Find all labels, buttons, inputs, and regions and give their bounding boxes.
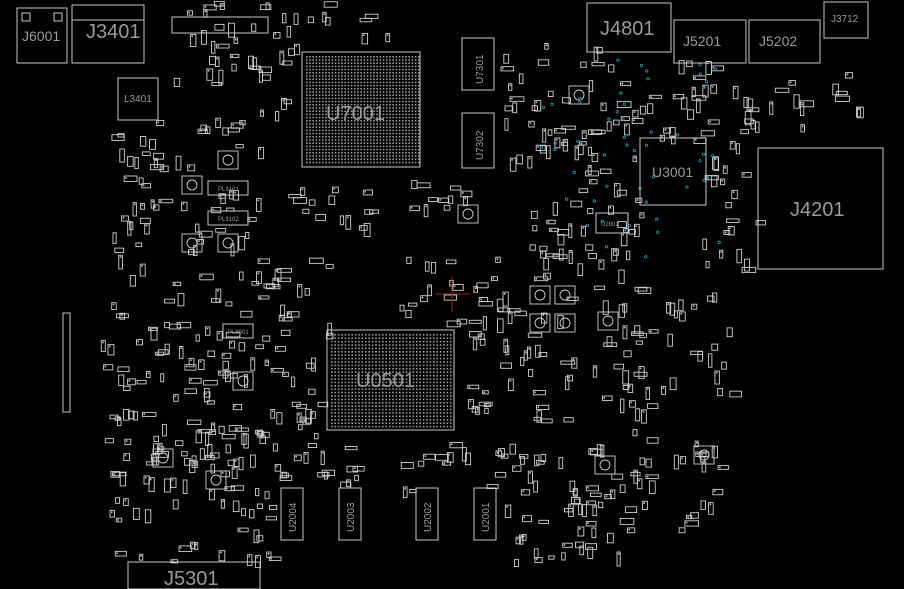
chip-u2801[interactable]: U2801 (595, 212, 629, 234)
chip-u3001[interactable]: U3001 (639, 137, 707, 206)
connector-j5301[interactable]: J5301 (127, 561, 261, 589)
label-u2801: U2801 (601, 222, 619, 228)
chip-u2003[interactable]: U2003 (338, 487, 362, 541)
inductor-pl9102[interactable]: PL9102 (207, 210, 249, 226)
header-left-vertical[interactable] (62, 312, 71, 413)
label-u7302: U7302 (475, 130, 486, 160)
label-u2004: U2004 (288, 502, 299, 532)
chip-u7001[interactable]: U7001 (301, 51, 421, 168)
connector-j3712[interactable]: J3712 (823, 1, 869, 39)
bga-grid-u7001 (306, 56, 420, 164)
label-j4801: J4801 (600, 18, 655, 40)
label-l3401: L3401 (124, 94, 152, 105)
passive-components-layer (100, 0, 864, 569)
label-j5301: J5301 (164, 568, 219, 589)
label-j5202: J5202 (759, 33, 797, 49)
label-u7301: U7301 (475, 54, 486, 84)
inductor-pl8901[interactable]: PL8901 (222, 323, 254, 339)
label-j5201: J5201 (683, 33, 721, 49)
inductor-l3401[interactable]: L3401 (117, 77, 159, 121)
chip-u0501[interactable]: U0501 (326, 329, 455, 431)
chip-u7301[interactable]: U7301 (461, 37, 495, 91)
bga-grid-u0501 (331, 334, 452, 428)
label-j4201: J4201 (790, 199, 845, 221)
label-u3001: U3001 (652, 164, 693, 180)
label-j3712: J3712 (831, 14, 859, 25)
connector-j4201[interactable]: J4201 (757, 147, 884, 270)
connector-j5202[interactable]: J5202 (748, 19, 821, 64)
chip-u2002[interactable]: U2002 (415, 487, 439, 541)
chip-u2001[interactable]: U2001 (473, 487, 497, 541)
connector-j6001[interactable]: J6001 (16, 7, 68, 64)
label-u0501: U0501 (356, 370, 415, 392)
label-u2003: U2003 (346, 502, 357, 532)
label-pl8901: PL8901 (228, 330, 249, 336)
label-u7001: U7001 (326, 103, 385, 125)
label-u2002: U2002 (423, 502, 434, 532)
label-pl9101: PL9101 (218, 187, 239, 193)
label-j3401: J3401 (86, 21, 141, 43)
connector-j5201[interactable]: J5201 (673, 19, 747, 64)
label-pl9102: PL9102 (218, 217, 239, 223)
connector-top-strip[interactable] (171, 16, 269, 34)
connector-j4801[interactable]: J4801 (586, 2, 672, 53)
crosshair-cursor (436, 276, 470, 312)
chip-u7302[interactable]: U7302 (461, 112, 495, 169)
inductor-pl9101[interactable]: PL9101 (207, 180, 249, 196)
chip-u2004[interactable]: U2004 (280, 487, 304, 541)
label-j6001: J6001 (22, 28, 60, 44)
connector-j3401[interactable]: J3401 (71, 4, 145, 64)
label-u2001: U2001 (481, 502, 492, 532)
